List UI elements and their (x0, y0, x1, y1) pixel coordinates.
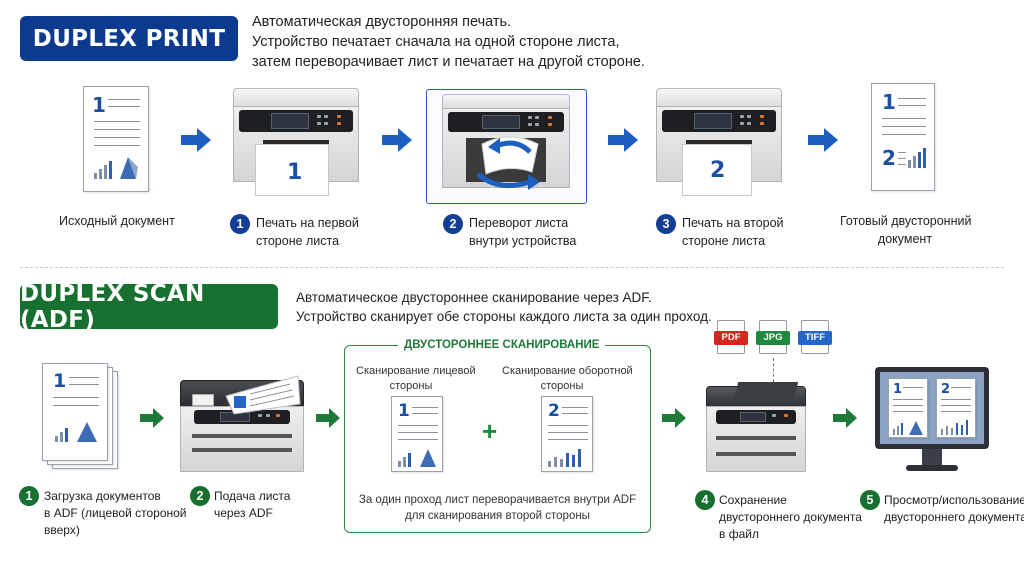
scan-step-5-caption: Просмотр/использование двустороннего док… (884, 493, 1024, 524)
chart-icon (941, 420, 968, 435)
front-side-caption: Сканирование лицевой стороны (356, 365, 476, 392)
print-step-3-caption: Печать на второй стороне листа (682, 216, 784, 248)
chart-icon (94, 157, 138, 179)
print-step-1-caption: Печать на первой стороне листа (256, 216, 359, 248)
tiff-file-icon: TIFF (798, 320, 832, 354)
scan-step-4-badge: 4 (695, 490, 715, 510)
flip-sheet-icon (476, 136, 540, 190)
print-step-3-badge: 3 (656, 214, 676, 234)
feeding-sheet-icon (225, 375, 301, 415)
print-step-2-badge: 2 (443, 214, 463, 234)
duplex-scanning-box-title: ДВУСТОРОННЕЕ СКАНИРОВАНИЕ (398, 339, 606, 351)
chart-icon (908, 148, 926, 168)
back-side-caption: Сканирование оборотной стороны (502, 365, 633, 392)
arrow-right-icon (833, 408, 857, 428)
chart-icon (548, 449, 581, 467)
arrow-right-icon (316, 408, 340, 428)
monitor-page-2: 2 (936, 378, 976, 438)
print-step-1-badge: 1 (230, 214, 250, 234)
print-step-2-caption: Переворот листа внутри устройства (469, 216, 577, 248)
duplex-print-title: DUPLEX PRINT (20, 16, 238, 61)
result-document-caption: Готовый двусторонний документ (840, 214, 972, 246)
monitor-page-1: 1 (888, 378, 928, 438)
duplex-scan-title: DUPLEX SCAN (ADF) (20, 281, 278, 333)
arrow-right-icon (382, 128, 412, 152)
arrow-right-icon (662, 408, 686, 428)
dashed-connector (773, 358, 774, 382)
duplex-scanning-note: За один проход лист переворачивается вну… (358, 494, 637, 522)
scan-step-1-caption: Загрузка документов в ADF (лицевой сторо… (44, 489, 187, 537)
printer-step-1: 1 (233, 88, 359, 196)
scan-step-1-badge: 1 (19, 486, 39, 506)
duplex-scan-description: Автоматическое двустороннее сканирование… (296, 290, 712, 324)
arrow-right-icon (181, 128, 211, 152)
chart-icon (55, 422, 97, 442)
arrow-right-icon (808, 128, 838, 152)
back-side-page-icon: 2 (541, 396, 593, 472)
duplex-print-description: Автоматическая двусторонняя печать. Устр… (252, 14, 645, 70)
chart-icon (398, 449, 436, 467)
scan-step-2-caption: Подача листа через ADF (214, 489, 291, 520)
scan-step-2-badge: 2 (190, 486, 210, 506)
printer-step-3: 2 (656, 88, 782, 196)
scan-step-4-caption: Сохранение двустороннего документа в фай… (719, 493, 862, 541)
printer-step-2 (442, 94, 570, 196)
result-document-icon: 1 2 (871, 83, 935, 191)
plus-icon: + (482, 416, 498, 446)
source-document-icon: 1 (83, 86, 149, 192)
mfp-device (706, 382, 806, 474)
source-document-caption: Исходный документ (59, 214, 175, 228)
adf-scanner (180, 374, 304, 474)
arrow-right-icon (608, 128, 638, 152)
monitor-icon: 1 2 (875, 367, 989, 449)
pdf-file-icon: PDF (714, 320, 748, 354)
arrow-right-icon (140, 408, 164, 428)
section-divider (20, 267, 1004, 268)
jpg-file-icon: JPG (756, 320, 790, 354)
document-stack-icon: 1 (42, 363, 108, 461)
scan-step-5-badge: 5 (860, 490, 880, 510)
chart-icon (893, 421, 923, 435)
front-side-page-icon: 1 (391, 396, 443, 472)
